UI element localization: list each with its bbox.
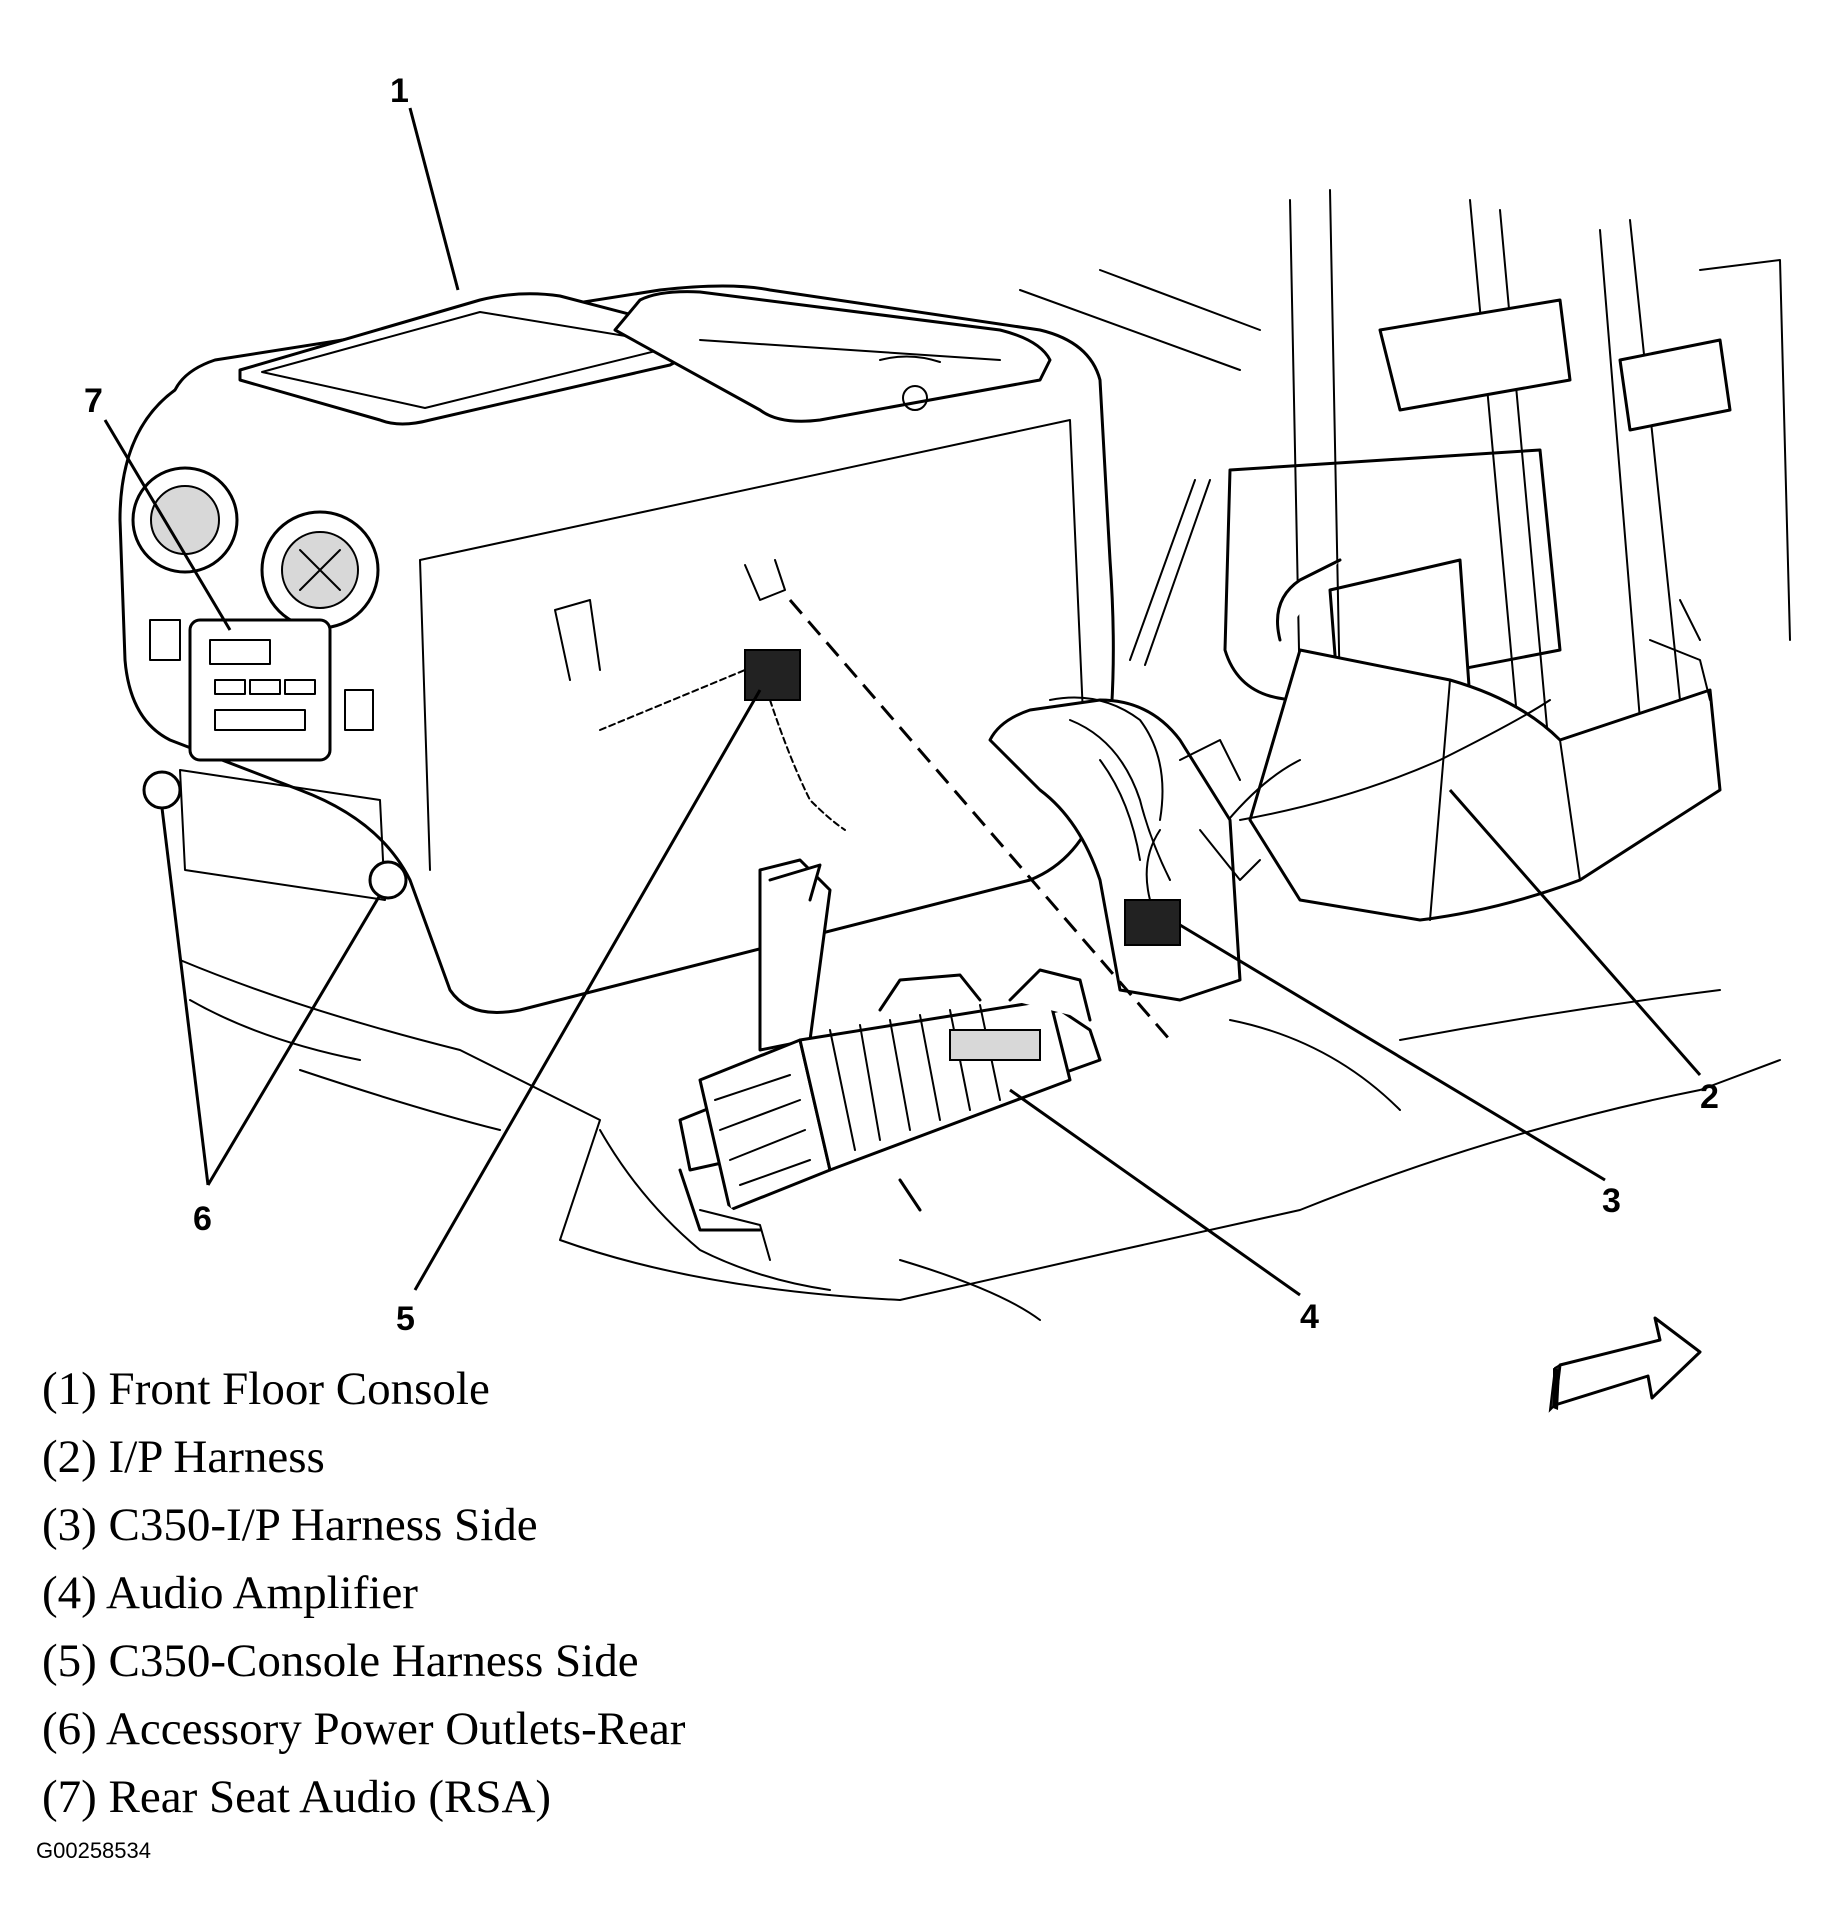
- leader-6b: [206, 894, 382, 1186]
- legend-item: (5) C350-Console Harness Side: [42, 1635, 639, 1687]
- figure-id: G00258534: [36, 1838, 151, 1863]
- legend-item: (6) Accessory Power Outlets-Rear: [42, 1703, 686, 1755]
- leader-7: [103, 419, 232, 631]
- leader-3: [1179, 923, 1606, 1182]
- leader-6a: [160, 807, 210, 1186]
- front-floor-console: [118, 284, 1115, 1014]
- callout-5: 5: [396, 1300, 415, 1338]
- ip-structure: [1019, 189, 1791, 922]
- direction-arrow-icon: [1548, 1316, 1702, 1413]
- component-legend: (1) Front Floor Console (2) I/P Harness …: [42, 1355, 685, 1831]
- center-harness-area: [988, 479, 1261, 1002]
- legend-item: (3) C350-I/P Harness Side: [42, 1499, 538, 1551]
- callout-1: 1: [390, 72, 409, 110]
- callout-6: 6: [193, 1200, 212, 1238]
- callout-2: 2: [1700, 1078, 1719, 1116]
- leader-2: [1448, 789, 1702, 1076]
- floor-carpet: [179, 959, 1781, 1321]
- callout-numbers: 1 2 3 4 5 6 7: [84, 72, 1719, 1338]
- legend-item: (4) Audio Amplifier: [42, 1567, 418, 1619]
- leader-c350-dashed: [788, 599, 1172, 1041]
- audio-amplifier: [599, 858, 1102, 1291]
- leader-4: [1009, 1088, 1301, 1297]
- callout-4: 4: [1300, 1298, 1319, 1336]
- leader-lines: [103, 107, 1702, 1297]
- callout-7: 7: [84, 382, 103, 420]
- callout-3: 3: [1602, 1182, 1621, 1220]
- legend-item: (7) Rear Seat Audio (RSA): [42, 1771, 552, 1823]
- leader-1: [408, 107, 460, 291]
- legend-item: (2) I/P Harness: [42, 1431, 325, 1483]
- legend-item: (1) Front Floor Console: [42, 1363, 490, 1415]
- leader-5: [413, 689, 762, 1291]
